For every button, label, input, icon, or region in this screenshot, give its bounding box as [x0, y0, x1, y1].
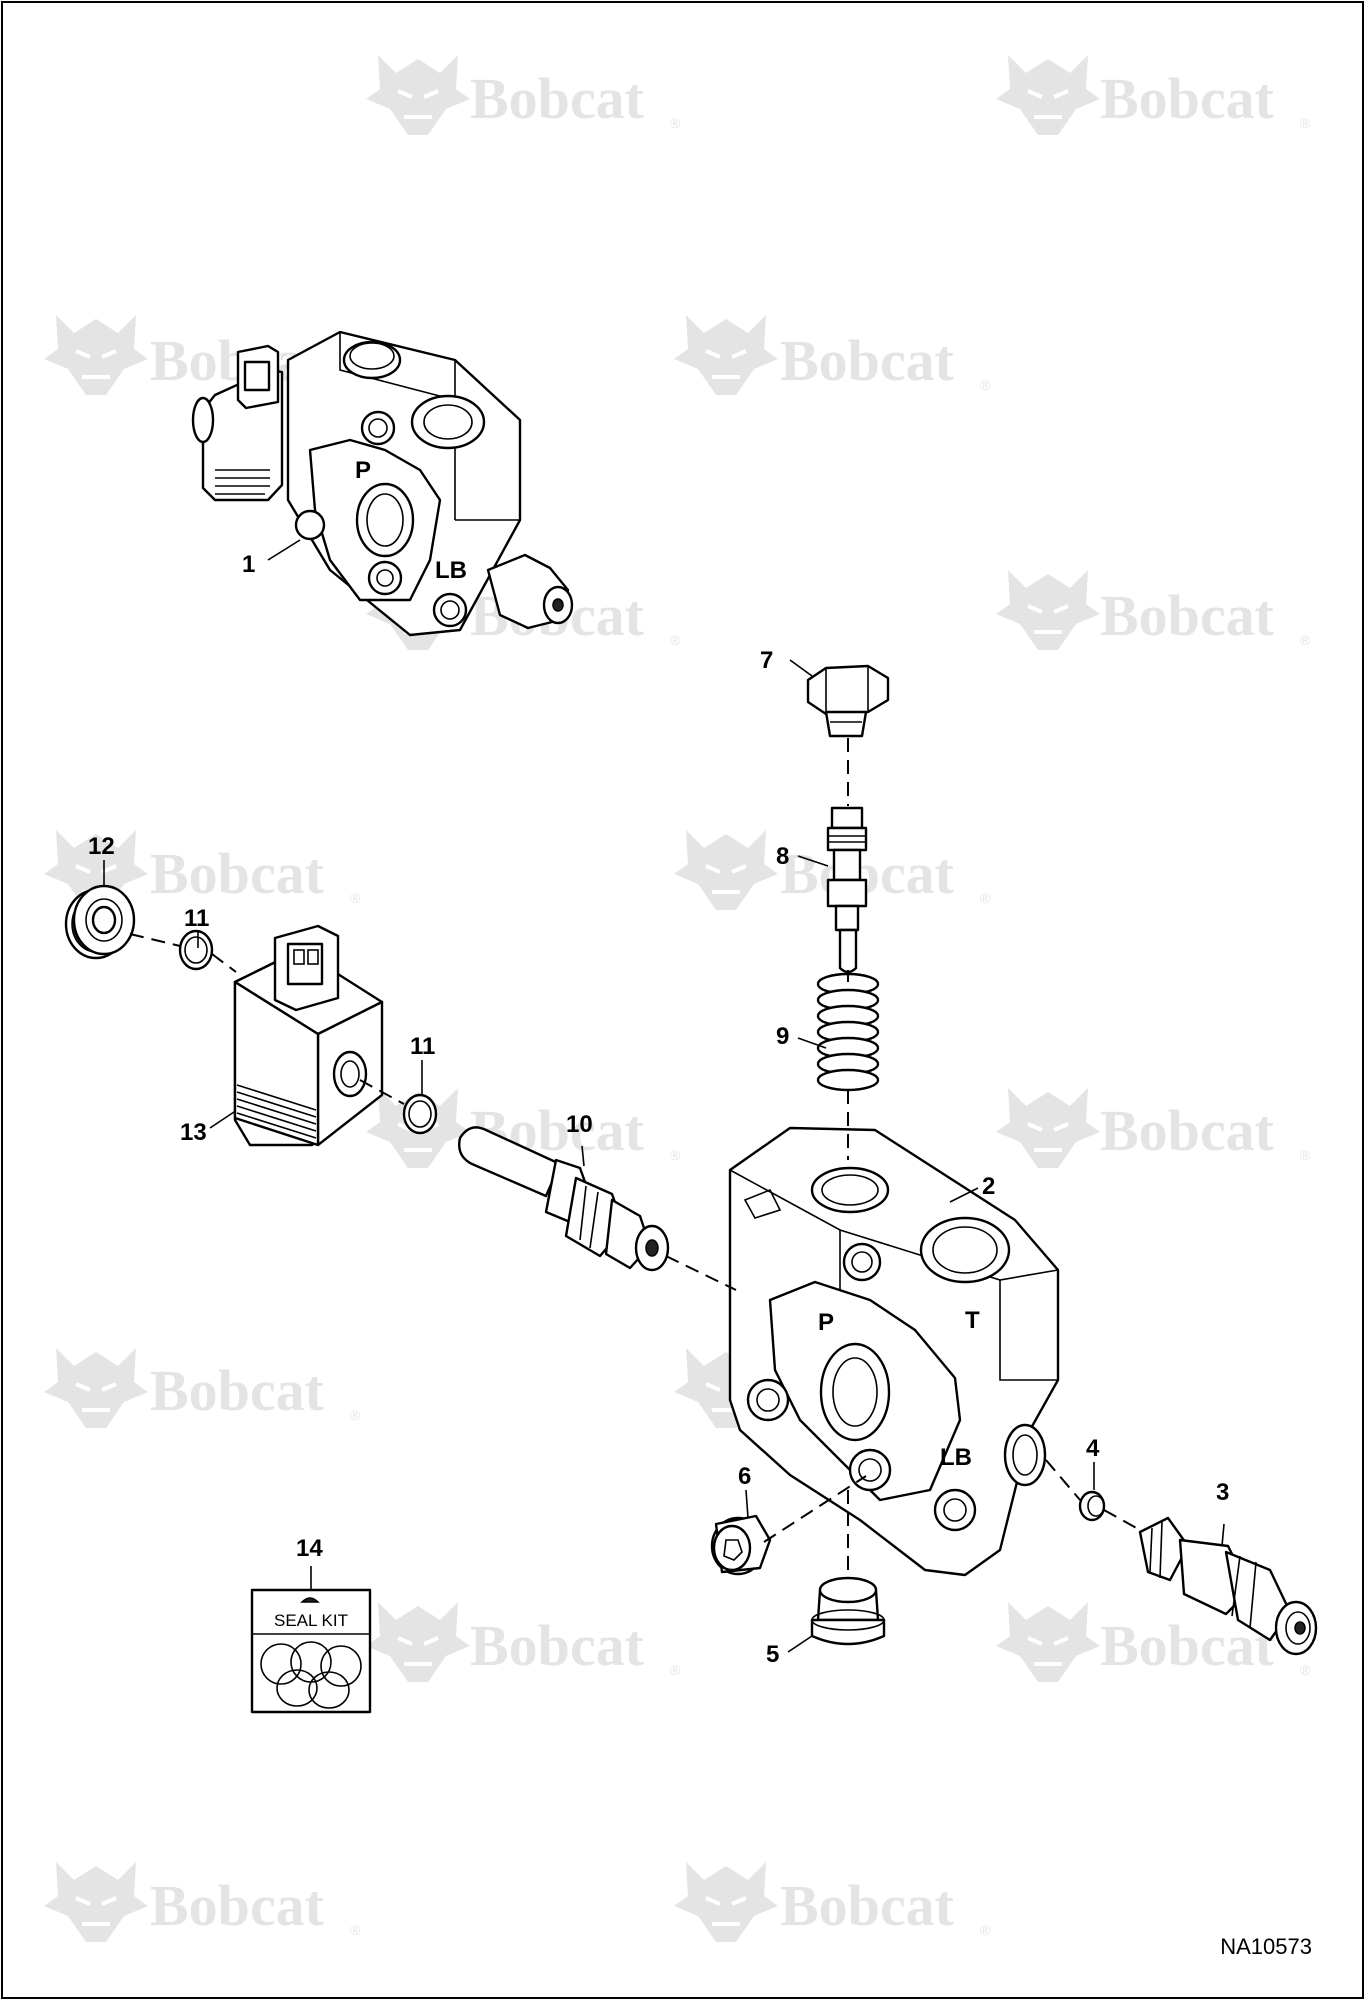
callout-2: 2	[982, 1173, 995, 1200]
part-11-o-ring-right-inner	[408, 1100, 432, 1128]
assembly-lines	[129, 738, 1141, 1576]
part-4-small-plug	[1078, 1490, 1106, 1522]
callout-10: 10	[566, 1111, 593, 1138]
callout-12: 12	[88, 833, 115, 860]
watermark-text: Bobcat	[1100, 583, 1275, 648]
watermark-mark: ®	[1300, 1147, 1311, 1163]
callout-8: 8	[776, 843, 789, 870]
watermark-mark: ®	[350, 890, 361, 906]
watermark-text: Bobcat	[150, 1358, 325, 1423]
watermark-mark: ®	[1300, 632, 1311, 648]
watermark-text: Bobcat	[780, 1873, 955, 1938]
figure-id: NA10573	[1220, 1934, 1312, 1959]
port-label-t-main: T	[965, 1307, 980, 1334]
part-2-valve-body: P T LB	[728, 1126, 1060, 1577]
port-label-p-main: P	[818, 1309, 834, 1336]
bobcat-logo-icon	[994, 53, 1102, 137]
watermark-mark: ®	[1300, 1662, 1311, 1678]
bobcat-logo-icon	[364, 1600, 472, 1684]
part-8-spool	[826, 806, 868, 974]
callout-1: 1	[242, 551, 255, 578]
part-14-seal-kit: SEAL KIT	[250, 1588, 372, 1714]
part-9-spring	[816, 972, 880, 1092]
watermark-text: Bobcat	[470, 66, 645, 131]
bobcat-logo-icon	[994, 1086, 1102, 1170]
leader-lines	[103, 539, 1225, 1653]
watermark-text: Bobcat	[470, 1613, 645, 1678]
port-label-lb-small: LB	[435, 557, 467, 584]
callout-14: 14	[296, 1535, 323, 1562]
callout-7: 7	[760, 647, 773, 674]
bobcat-logo-icon	[672, 313, 780, 397]
watermark-mark: ®	[670, 1147, 681, 1163]
callout-4: 4	[1086, 1435, 1100, 1462]
watermark-mark: ®	[1300, 115, 1311, 131]
watermark-mark: ®	[350, 1407, 361, 1423]
watermark-text: Bobcat	[1100, 66, 1275, 131]
callout-11-right: 11	[410, 1033, 435, 1060]
watermark-mark: ®	[980, 377, 991, 393]
seal-kit-bag	[250, 1588, 372, 1714]
bobcat-logo-icon	[994, 568, 1102, 652]
watermark-mark: ®	[670, 115, 681, 131]
port-label-lb-main: LB	[940, 1444, 972, 1471]
bobcat-logo-icon	[42, 1346, 150, 1430]
part-3-relief-cartridge	[1138, 1516, 1318, 1656]
callout-3: 3	[1216, 1479, 1229, 1506]
watermark-text: Bobcat	[1100, 1098, 1275, 1163]
callout-6: 6	[738, 1463, 751, 1490]
callouts: 1 2 3 4 5 6 7 8 9 10 11 11 12 13 14	[88, 551, 1229, 1668]
callout-5: 5	[766, 1641, 779, 1668]
bobcat-logo-icon	[672, 1860, 780, 1944]
part-11-o-ring-left-inner	[184, 936, 208, 964]
bobcat-logo-icon	[364, 53, 472, 137]
watermark-mark: ®	[980, 1922, 991, 1938]
part-12-nut	[64, 884, 136, 960]
watermark-mark: ®	[980, 890, 991, 906]
watermark-text: Bobcat	[150, 1873, 325, 1938]
watermark-mark: ®	[670, 632, 681, 648]
callout-9: 9	[776, 1023, 789, 1050]
seal-kit-label: SEAL KIT	[274, 1611, 348, 1630]
watermark-text: Bobcat	[150, 841, 325, 906]
watermark-mark: ®	[350, 1922, 361, 1938]
bobcat-logo-icon	[42, 1860, 150, 1944]
watermark-mark: ®	[670, 1662, 681, 1678]
watermark-text: Bobcat	[780, 328, 955, 393]
callout-13: 13	[180, 1119, 207, 1146]
bobcat-logo-icon	[994, 1600, 1102, 1684]
watermark-text: Bobcat	[780, 841, 955, 906]
part-6-hex-plug	[710, 1514, 772, 1576]
bobcat-logo-icon	[672, 828, 780, 912]
port-label-p-small: P	[355, 457, 371, 484]
callout-11-left: 11	[184, 905, 209, 932]
part-13-coil	[233, 924, 384, 1147]
part-10-cartridge	[458, 1126, 670, 1272]
part-5-plug	[810, 1576, 886, 1646]
part-1-valve-assembly: P LB	[191, 330, 574, 637]
bobcat-logo-icon	[42, 313, 150, 397]
part-7-plug	[806, 664, 890, 738]
